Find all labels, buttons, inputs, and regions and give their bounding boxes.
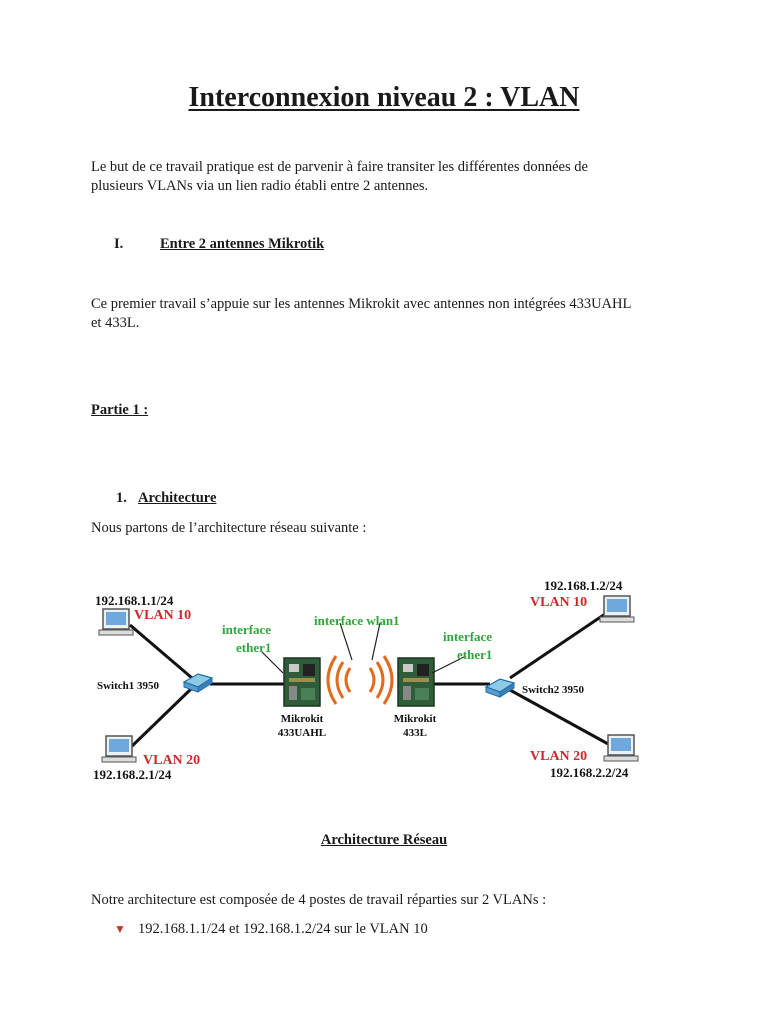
- link-switch2-pc4: [509, 688, 611, 747]
- section-number: I.: [114, 236, 124, 252]
- computer-icon-pc1: [98, 608, 134, 636]
- switch1-label: Switch1 3950: [97, 680, 160, 692]
- switch-icon-1: [182, 673, 214, 693]
- interface-label-right-l2: ether1: [457, 647, 492, 662]
- list-item: ▼ 192.168.1.1/24 et 192.168.1.2/24 sur le…: [114, 921, 428, 938]
- router-left-label-l2: 433UAHL: [278, 727, 326, 739]
- page-title: Interconnexion niveau 2 : VLAN: [188, 82, 580, 113]
- link-pc1-switch1: [129, 623, 193, 680]
- list-item-text: 192.168.1.1/24 et 192.168.1.2/24 sur le …: [138, 921, 428, 937]
- vlan-label-right-bottom: VLAN 20: [530, 749, 587, 764]
- vlan-label-left-top: VLAN 10: [134, 608, 191, 623]
- architecture-intro: Nous partons de l’architecture réseau su…: [91, 520, 367, 536]
- section-text-line-2: et 433L.: [91, 315, 140, 331]
- ip-label-left-bottom: 192.168.2.1/24: [93, 767, 172, 782]
- subsection-number: 1.: [116, 490, 127, 506]
- router-board-icon-1: [283, 657, 321, 707]
- router-right-label-l2: 433L: [403, 727, 427, 739]
- interface-label-left-l1: interface: [222, 622, 271, 637]
- interface-label-left-l2: ether1: [236, 640, 271, 655]
- router-board-icon-2: [397, 657, 435, 707]
- intro-line-2: plusieurs VLANs via un lien radio établi…: [91, 178, 429, 194]
- computer-icon-pc3: [599, 595, 635, 623]
- link-pc2-switch1: [128, 686, 194, 750]
- subsection-title: Architecture: [138, 490, 217, 506]
- diagram-caption: Architecture Réseau: [320, 832, 448, 848]
- router-right-label-l1: Mikrokit: [394, 713, 437, 725]
- section-text-line-1: Ce premier travail s’appuie sur les ante…: [91, 296, 632, 312]
- summary-text: Notre architecture est composée de 4 pos…: [91, 892, 547, 908]
- bullet-arrow-icon: ▼: [114, 922, 126, 936]
- switch2-label: Switch2 3950: [522, 684, 585, 696]
- computer-icon-pc4: [603, 734, 639, 762]
- interface-label-right-l1: interface: [443, 629, 492, 644]
- switch-icon-2: [484, 678, 516, 698]
- computer-icon-pc2: [101, 735, 137, 763]
- section-heading: I. Entre 2 antennes Mikrotik: [114, 236, 324, 253]
- intro-line-1: Le but de ce travail pratique est de par…: [91, 159, 588, 175]
- network-diagram: 192.168.1.1/24 VLAN 10 VLAN 20 192.168.2…: [93, 578, 639, 782]
- link-switch2-pc3: [509, 610, 609, 680]
- ip-label-left-top: 192.168.1.1/24: [95, 593, 174, 608]
- interface-label-wlan1: interface wlan1: [314, 613, 400, 628]
- ip-label-right-bottom: 192.168.2.2/24: [550, 765, 629, 780]
- annotation-arrows: [261, 622, 467, 674]
- router-left-label-l1: Mikrokit: [281, 713, 324, 725]
- vlan-label-right-top: VLAN 10: [530, 595, 587, 610]
- subsection-heading: 1. Architecture: [116, 490, 216, 507]
- partie-heading: Partie 1 :: [91, 402, 149, 418]
- radio-waves-icon: [326, 655, 394, 705]
- section-title: Entre 2 antennes Mikrotik: [160, 236, 325, 252]
- vlan-label-left-bottom: VLAN 20: [143, 753, 200, 768]
- ip-label-right-top: 192.168.1.2/24: [544, 578, 623, 593]
